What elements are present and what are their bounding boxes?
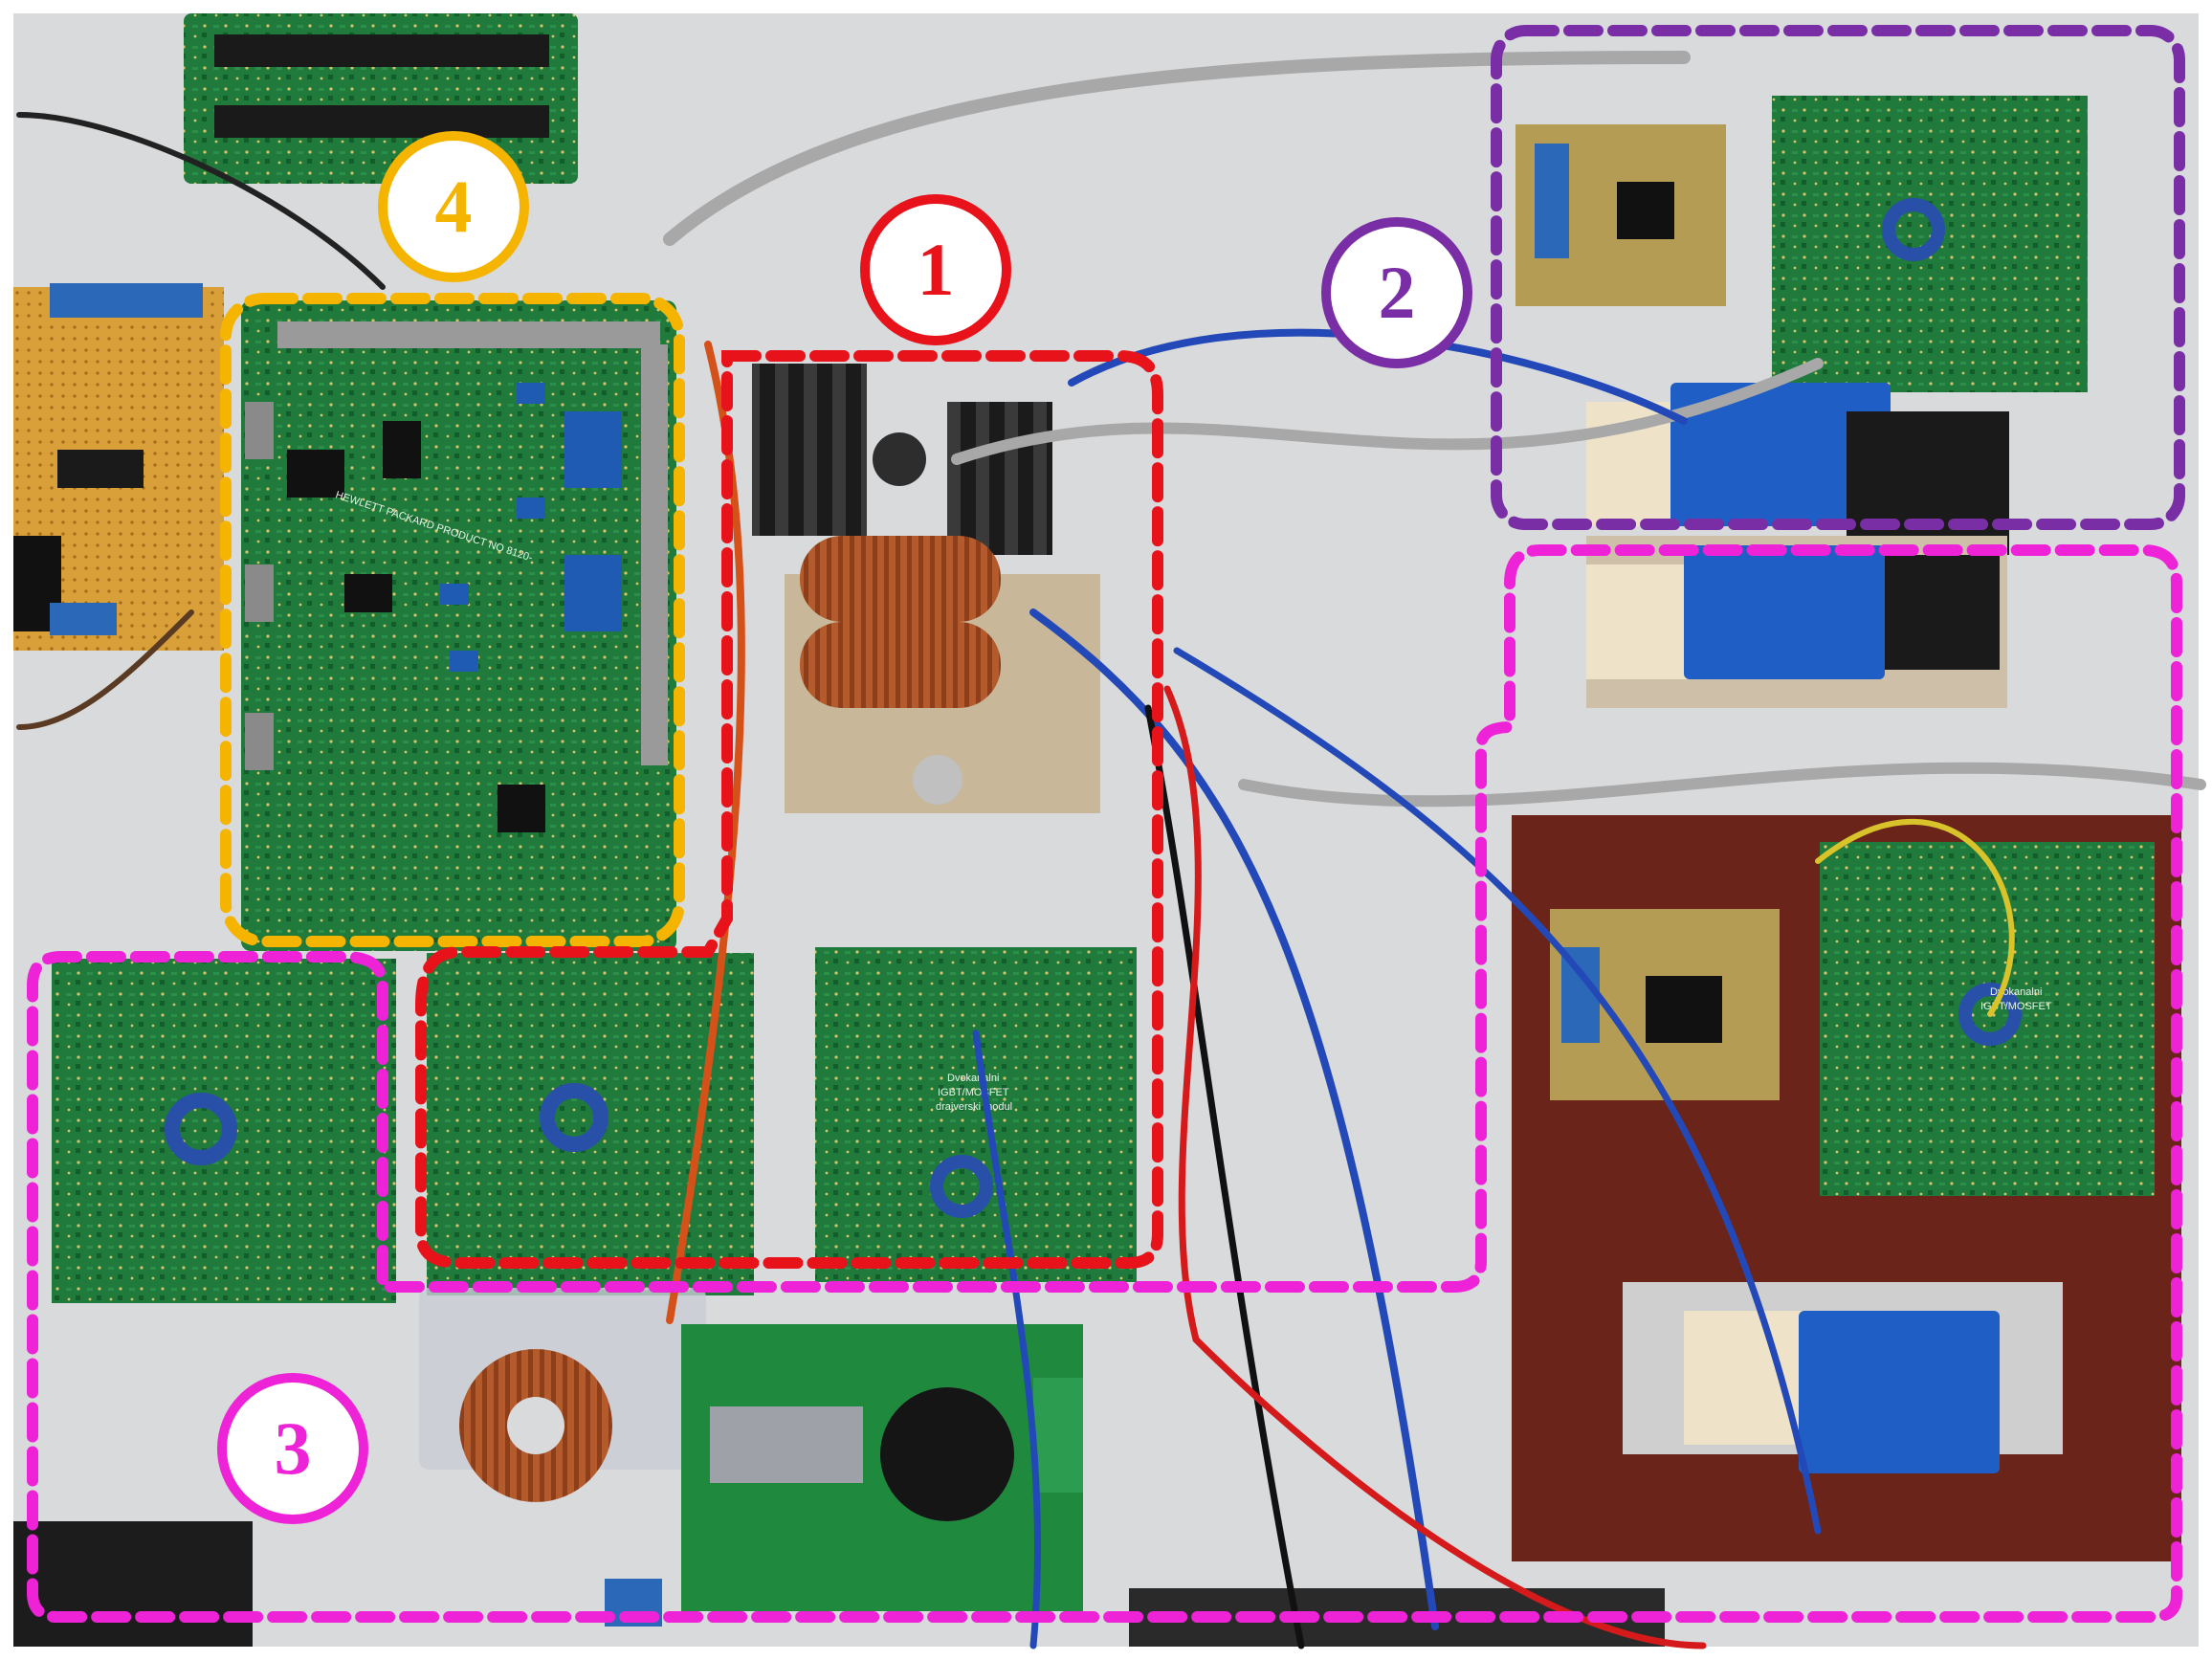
region-outlines <box>27 25 2185 1623</box>
region-1-outline <box>415 350 1163 1269</box>
marker-3-label: 3 <box>275 1406 312 1490</box>
driver-board-2 <box>427 953 754 1295</box>
driver-silk-2: IGBT/MOSFET <box>938 1087 1009 1098</box>
wiring <box>16 51 2206 1649</box>
power-supply-module <box>752 364 1100 813</box>
igbt-assembly-top <box>1515 96 2088 555</box>
control-board: HEWLETT PACKARD PRODUCT NO 8120- <box>241 300 676 951</box>
marker-1-label: 1 <box>918 228 955 311</box>
driver-board-3: Dvokanalni IGBT/MOSFET drajverski modul <box>815 947 1137 1282</box>
top-terminal-board <box>184 13 578 184</box>
brown-board: Dvokanalni IGBT/MOSFET <box>1512 815 2181 1561</box>
region-2-outline <box>1491 25 2185 530</box>
emi-filter <box>419 1288 706 1502</box>
igbt-assembly-middle <box>1586 536 2007 708</box>
driver-silk-3: drajverski modul <box>936 1101 1012 1113</box>
driver-silk-1: Dvokanalni <box>947 1073 999 1084</box>
region-4-outline <box>220 293 685 947</box>
surge-board <box>605 1324 1083 1627</box>
region-3-outline <box>27 544 2182 1623</box>
marker-2: 2 <box>1321 217 1472 368</box>
marker-2-label: 2 <box>1379 251 1416 334</box>
marker-4: 4 <box>378 131 529 282</box>
left-perfboard <box>13 283 224 651</box>
marker-1: 1 <box>860 194 1011 345</box>
marker-4-label: 4 <box>435 165 473 248</box>
driver-board-1 <box>52 959 396 1303</box>
marker-3: 3 <box>217 1373 368 1524</box>
